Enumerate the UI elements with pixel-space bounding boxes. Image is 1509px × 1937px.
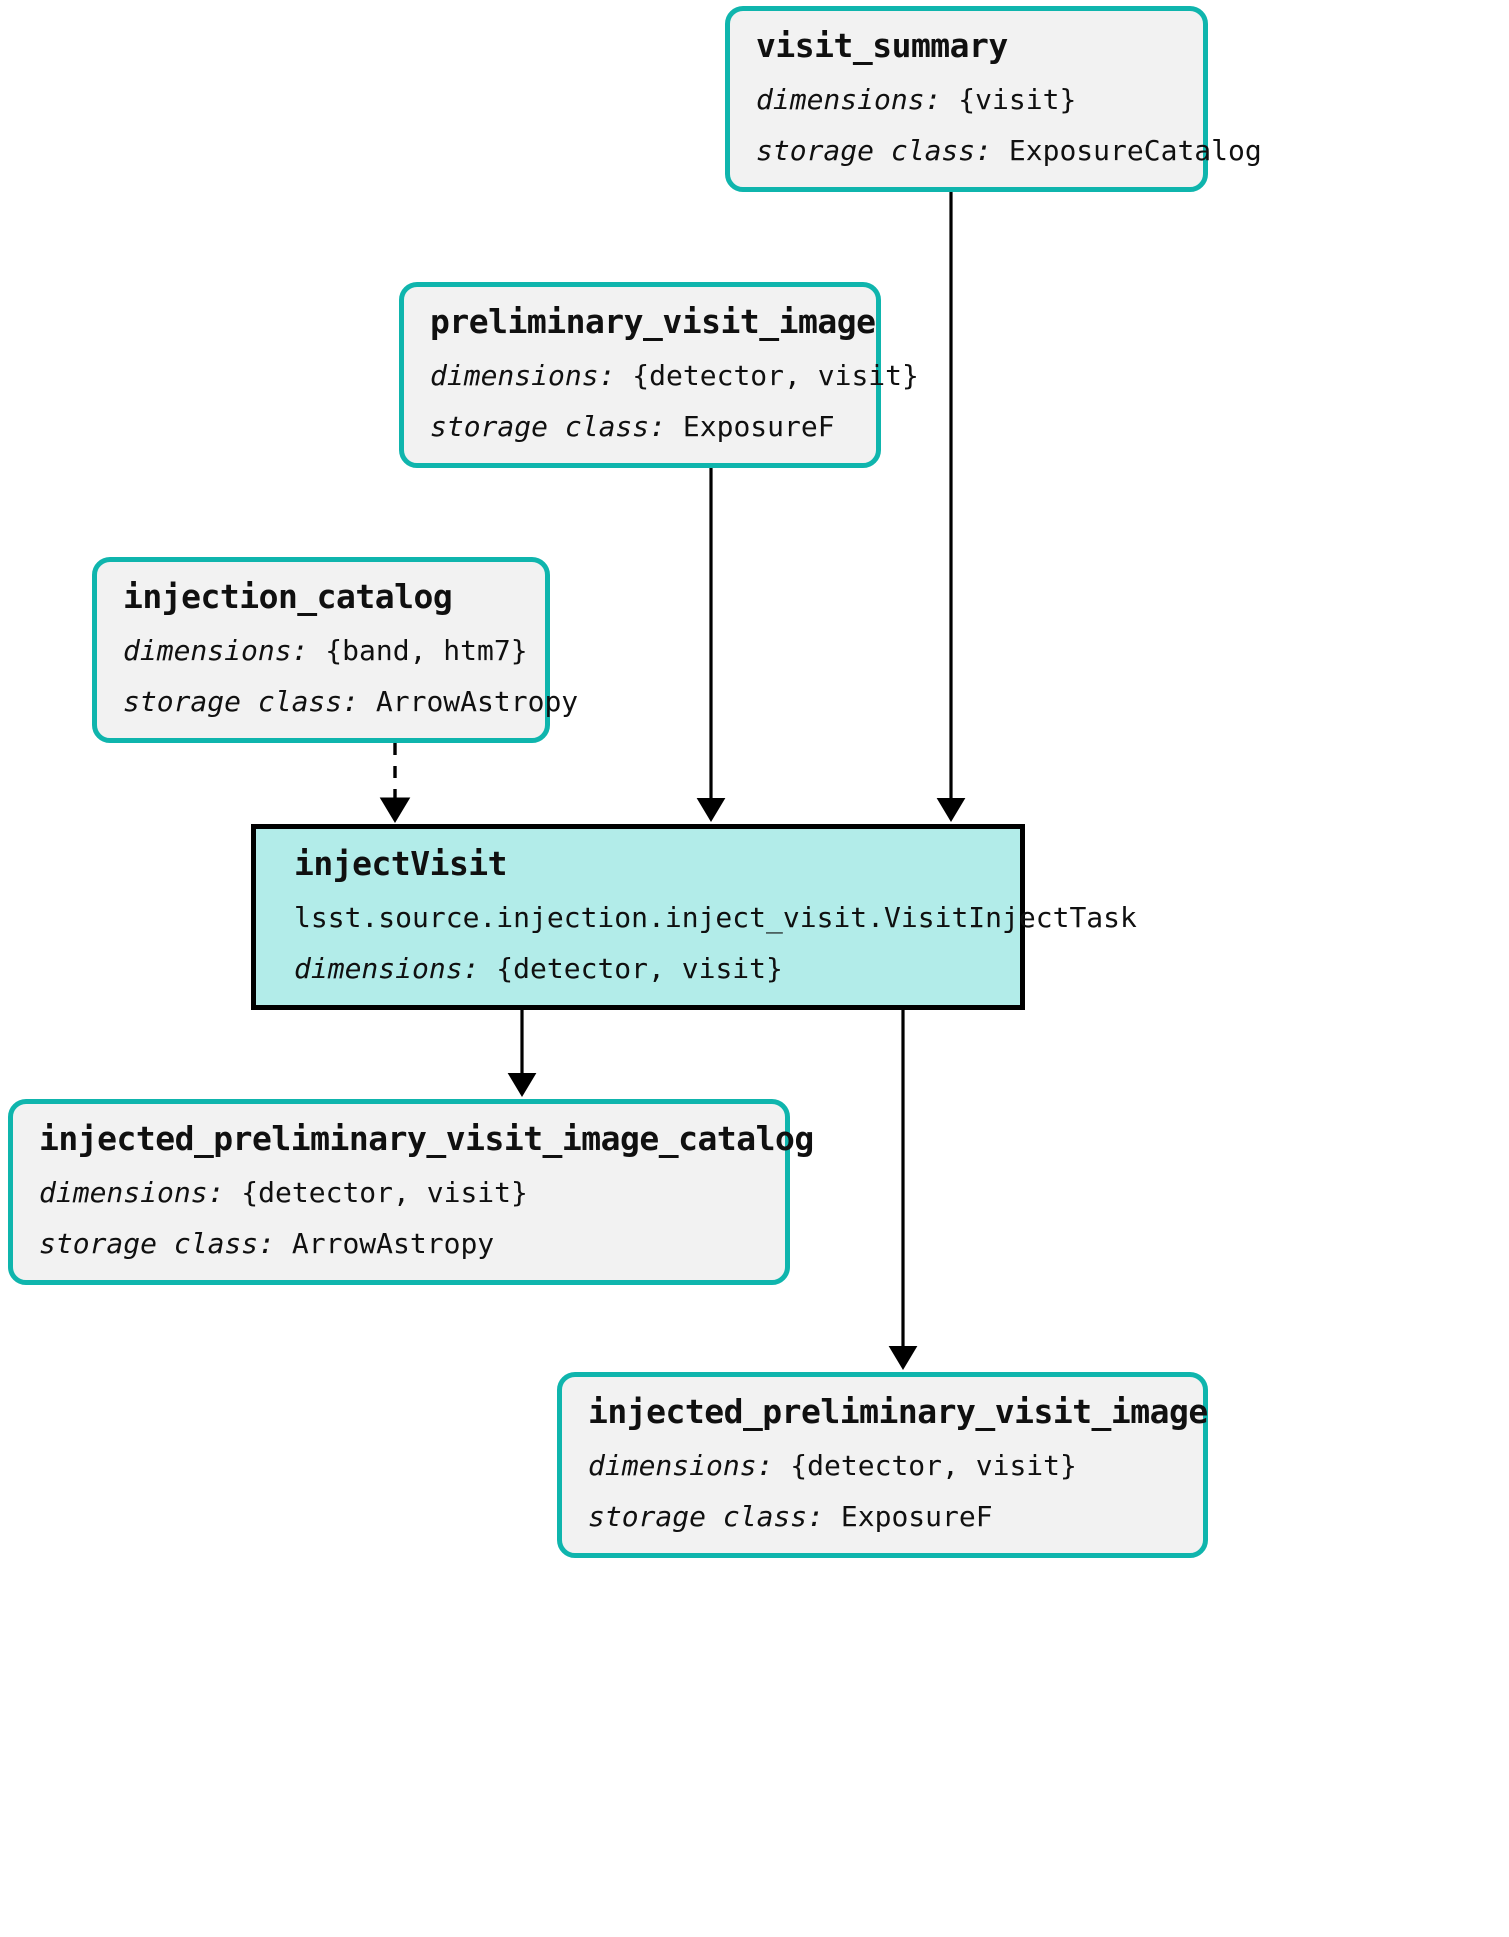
storage-class-value: ExposureCatalog <box>1008 133 1262 167</box>
dimensions-label: dimensions: <box>430 359 633 393</box>
node-storage-class-row: storage class: ExposureF <box>430 409 850 445</box>
dimensions-value: {detector, visit} <box>632 359 919 393</box>
dimensions-value: {detector, visit} <box>241 1176 528 1210</box>
node-dimensions-row: dimensions: {band, htm7} <box>123 633 528 669</box>
dataset-node-injection-catalog[interactable]: injection_catalog dimensions: {band, htm… <box>92 557 578 743</box>
dataset-node-visit-summary[interactable]: visit_summary dimensions: {visit} storag… <box>725 6 1262 192</box>
dimensions-value: {detector, visit} <box>496 951 783 985</box>
node-title: injection_catalog <box>123 576 453 616</box>
node-storage-class-row: storage class: ExposureCatalog <box>756 133 1262 169</box>
node-title: injected_preliminary_visit_image <box>588 1391 1208 1431</box>
dimensions-label: dimensions: <box>39 1176 242 1210</box>
dataset-node-preliminary-visit-image[interactable]: preliminary_visit_image dimensions: {det… <box>399 282 919 468</box>
node-title: visit_summary <box>756 25 1008 65</box>
node-dimensions-row: dimensions: {detector, visit} <box>39 1175 759 1211</box>
task-class-path: lsst.source.injection.inject_visit.Visit… <box>294 901 1137 935</box>
node-dimensions-row: dimensions: {detector, visit} <box>294 951 982 987</box>
dimensions-value: {visit} <box>958 83 1077 117</box>
node-title: injectVisit <box>294 843 508 883</box>
node-dimensions-row: dimensions: {visit} <box>756 82 1177 118</box>
dimensions-value: {detector, visit} <box>790 1449 1077 1483</box>
task-node-inject-visit[interactable]: injectVisit lsst.source.injection.inject… <box>251 824 1137 1010</box>
storage-class-value: ExposureF <box>840 1499 993 1533</box>
storage-class-value: ArrowAstropy <box>375 684 579 718</box>
dimensions-value: {band, htm7} <box>325 634 528 668</box>
dataset-node-injected-preliminary-visit-image-catalog[interactable]: injected_preliminary_visit_image_catalog… <box>8 1099 814 1285</box>
storage-class-label: storage class: <box>123 684 376 718</box>
node-storage-class-row: storage class: ArrowAstropy <box>123 684 578 720</box>
storage-class-label: storage class: <box>430 409 683 443</box>
node-dimensions-row: dimensions: {detector, visit} <box>430 358 919 394</box>
dimensions-label: dimensions: <box>294 951 497 985</box>
node-storage-class-row: storage class: ArrowAstropy <box>39 1226 759 1262</box>
node-dimensions-row: dimensions: {detector, visit} <box>588 1448 1177 1484</box>
dataset-node-injected-preliminary-visit-image[interactable]: injected_preliminary_visit_image dimensi… <box>557 1372 1208 1558</box>
storage-class-label: storage class: <box>39 1226 292 1260</box>
dimensions-label: dimensions: <box>588 1449 791 1483</box>
storage-class-label: storage class: <box>588 1499 841 1533</box>
node-storage-class-row: storage class: ExposureF <box>588 1499 1177 1535</box>
node-title: injected_preliminary_visit_image_catalog <box>39 1118 814 1158</box>
storage-class-value: ArrowAstropy <box>291 1226 495 1260</box>
storage-class-label: storage class: <box>756 133 1009 167</box>
node-title: preliminary_visit_image <box>430 301 876 341</box>
storage-class-value: ExposureF <box>682 409 835 443</box>
dimensions-label: dimensions: <box>756 83 959 117</box>
dimensions-label: dimensions: <box>123 634 326 668</box>
